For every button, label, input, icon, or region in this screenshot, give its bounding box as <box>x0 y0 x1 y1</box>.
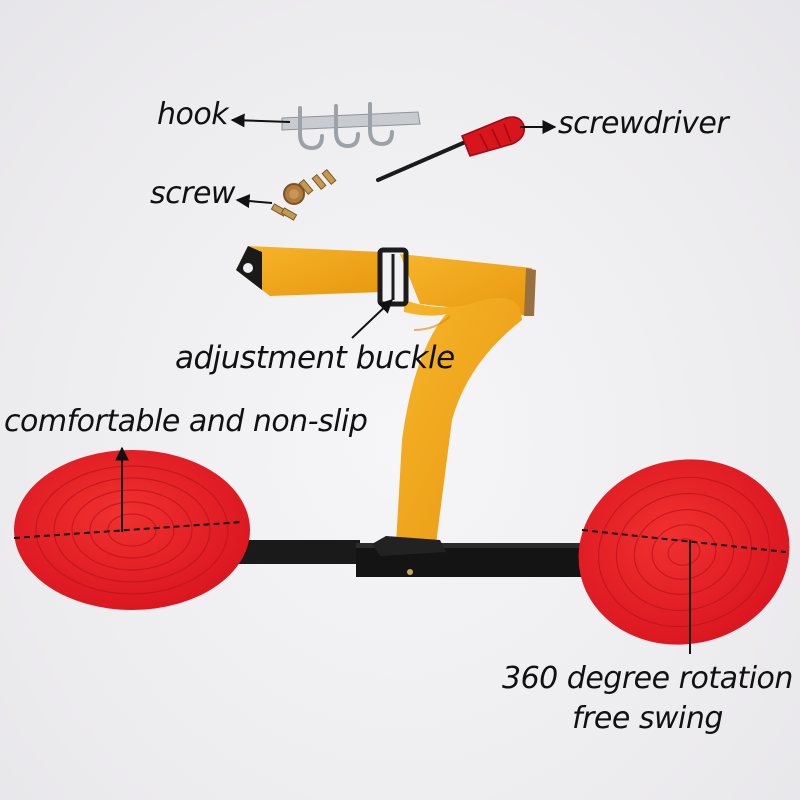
rotation-label-line2: free swing <box>572 701 723 736</box>
rotation-label: 360 degree rotation free swing <box>502 659 793 739</box>
screw-label: screw <box>150 176 235 211</box>
rotation-label-line1: 360 degree rotation <box>502 661 793 696</box>
screwdriver-label: screwdriver <box>558 106 729 141</box>
screws <box>270 169 337 221</box>
callout-lines <box>115 113 691 654</box>
swing-bar <box>238 536 596 577</box>
adjustment-buckle-label: adjustment buckle <box>175 340 455 376</box>
hook-rail <box>281 102 421 151</box>
comfortable-label: comfortable and non-slip <box>4 404 368 439</box>
strap <box>236 246 536 544</box>
left-pedal <box>13 450 250 610</box>
screwdriver <box>376 116 525 182</box>
right-pedal <box>578 459 790 645</box>
hook-label: hook <box>157 97 229 132</box>
